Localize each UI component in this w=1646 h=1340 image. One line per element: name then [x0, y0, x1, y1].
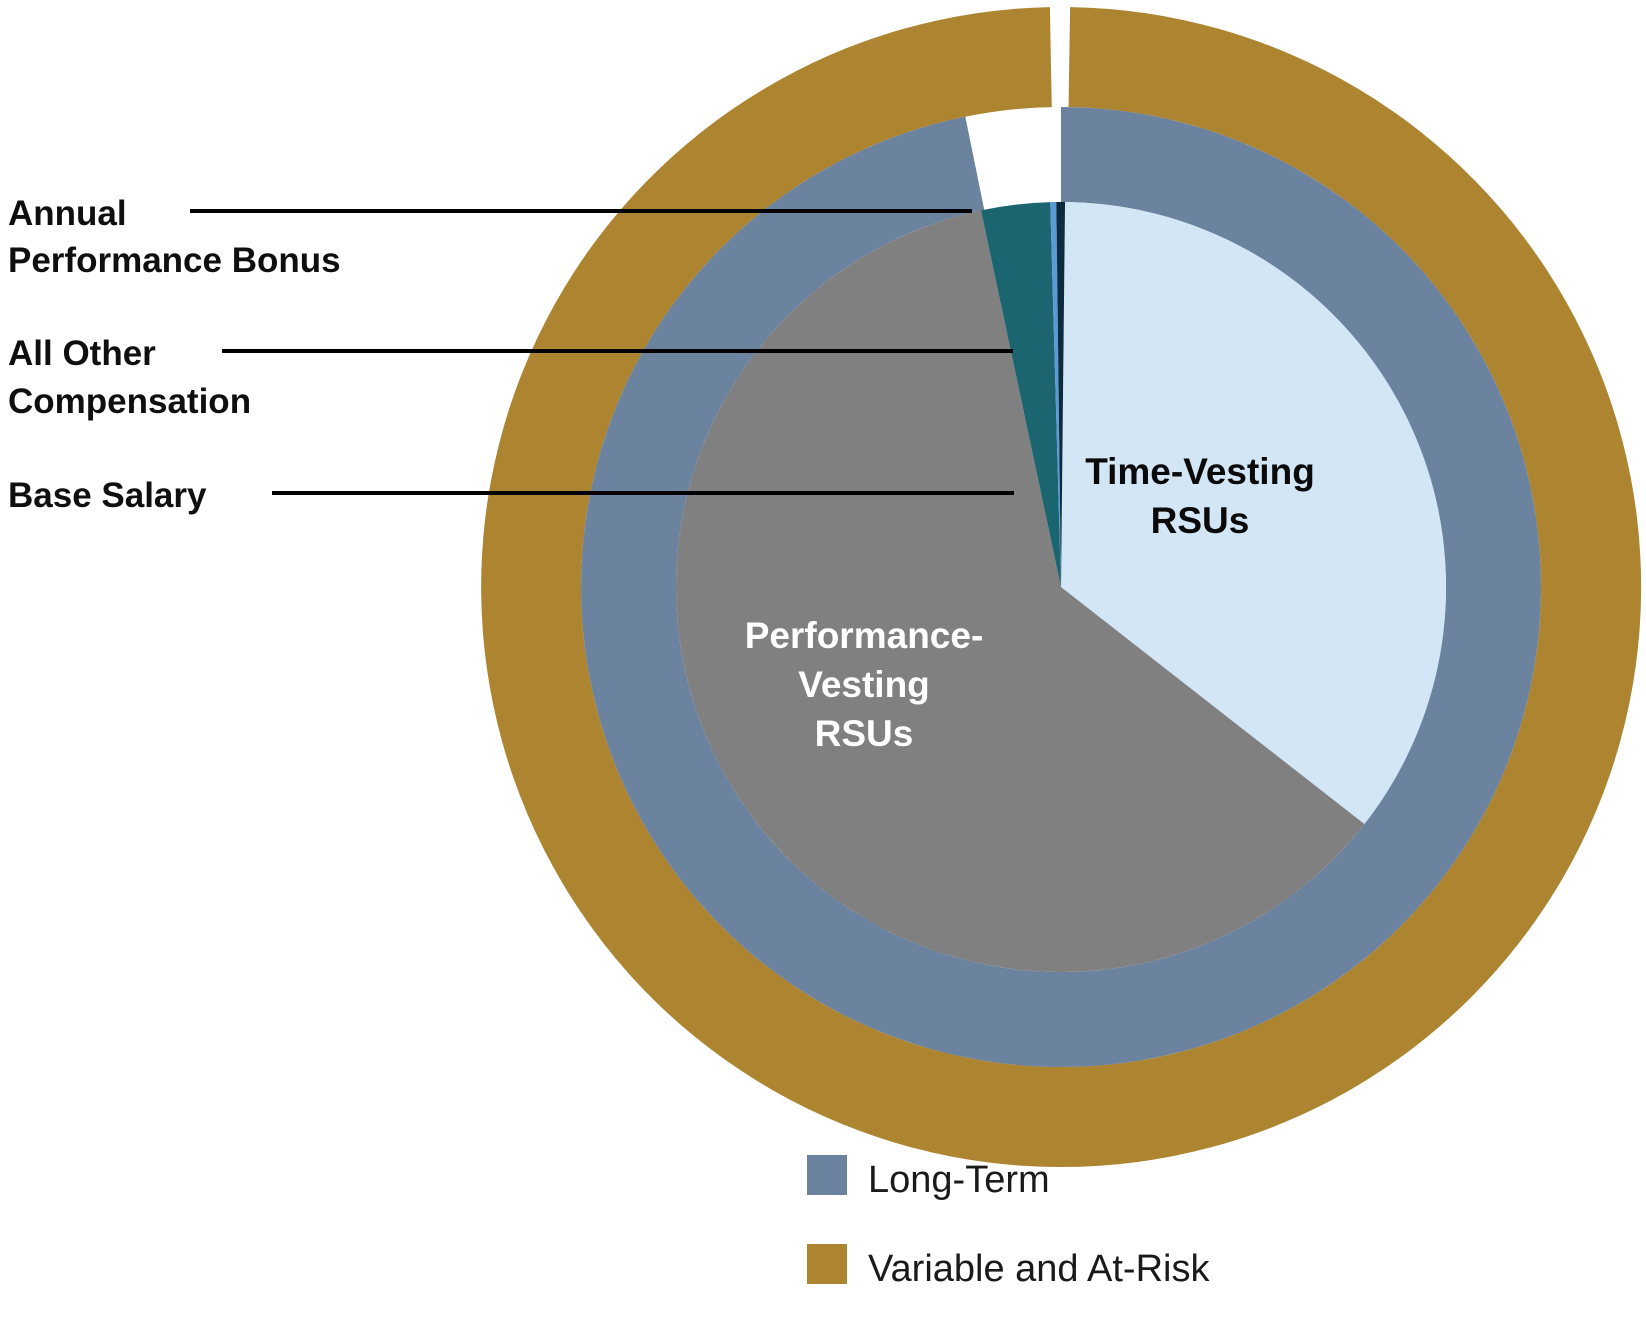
- slice-label-performance-vesting-rsus-line3: RSUs: [815, 713, 914, 754]
- legend-label-variable-and-at-risk: Variable and At-Risk: [868, 1248, 1210, 1290]
- legend-swatch-variable-and-at-risk: [807, 1244, 847, 1284]
- callout-base-salary-line1: Base Salary: [8, 476, 207, 515]
- callout-annual-performance-bonus-line2: Performance Bonus: [8, 241, 341, 280]
- callout-annual-performance-bonus: Annual Performance Bonus: [8, 194, 341, 280]
- legend-item-long-term[interactable]: Long-Term: [807, 1155, 1050, 1201]
- slice-label-time-vesting-rsus-line1: Time-Vesting: [1085, 451, 1315, 492]
- callout-annual-performance-bonus-line1: Annual: [8, 194, 127, 233]
- pie-slice-base-salary[interactable]: [1056, 202, 1066, 588]
- pie-slice-performance-vesting-rsus[interactable]: [675, 210, 1365, 972]
- legend-swatch-long-term: [807, 1155, 847, 1195]
- legend-item-variable-and-at-risk[interactable]: Variable and At-Risk: [807, 1244, 1210, 1290]
- callout-all-other-compensation: All Other Compensation: [8, 334, 251, 421]
- pie-slice-time-vesting-rsus[interactable]: [1061, 202, 1446, 825]
- callout-all-other-compensation-line1: All Other: [8, 334, 156, 373]
- slice-label-time-vesting-rsus-line2: RSUs: [1151, 500, 1250, 541]
- callout-leader-lines: [190, 209, 1014, 495]
- chart-legend: Long-Term Variable and At-Risk: [807, 1155, 1210, 1290]
- callout-base-salary: Base Salary: [8, 476, 207, 515]
- slice-label-performance-vesting-rsus: Performance- Vesting RSUs: [745, 615, 984, 754]
- slice-label-performance-vesting-rsus-line1: Performance-: [745, 615, 984, 656]
- pie-slice-annual-performance-bonus[interactable]: [980, 202, 1061, 587]
- slice-label-performance-vesting-rsus-line2: Vesting: [798, 664, 930, 705]
- slice-label-time-vesting-rsus: Time-Vesting RSUs: [1085, 451, 1315, 541]
- pie-slice-all-other-compensation[interactable]: [1050, 202, 1061, 587]
- callout-all-other-compensation-line2: Compensation: [8, 382, 251, 421]
- legend-label-long-term: Long-Term: [868, 1159, 1050, 1201]
- inner-pie-components: [675, 202, 1446, 972]
